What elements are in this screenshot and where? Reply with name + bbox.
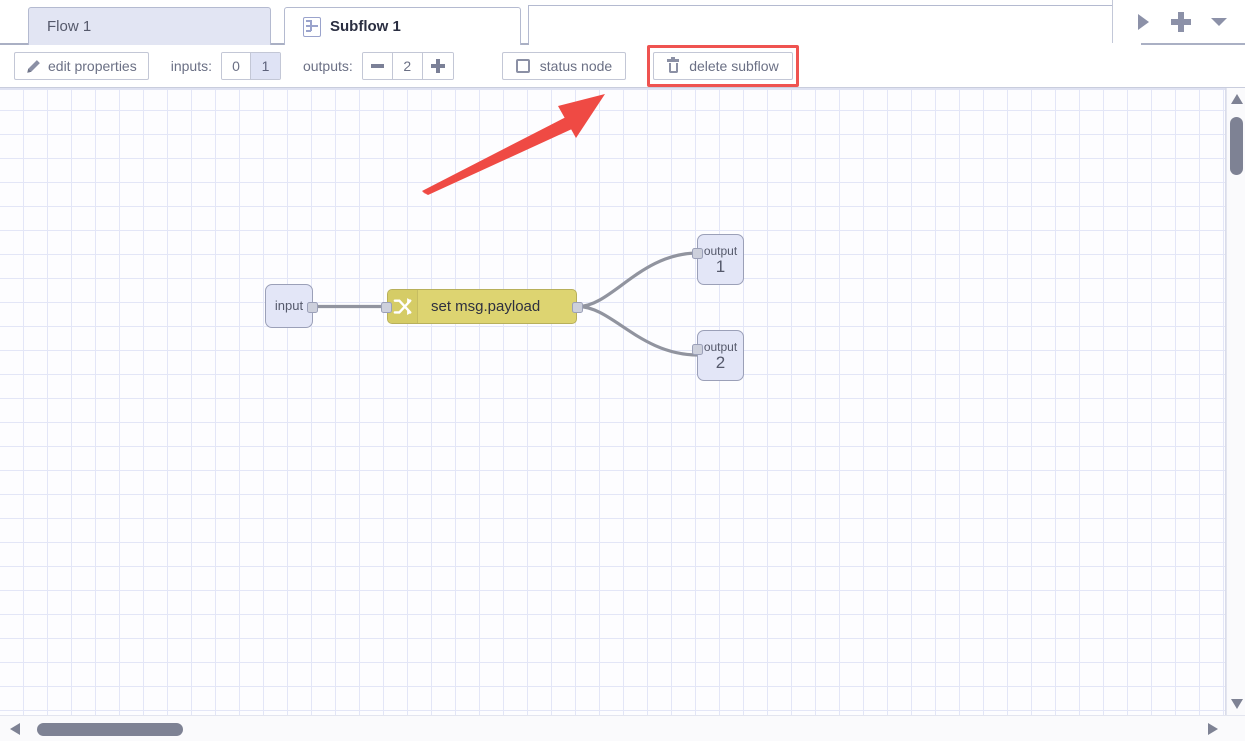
node-subflow-output-2[interactable]: output 2: [692, 330, 744, 381]
canvas-grid: [0, 88, 1225, 715]
port-input-output[interactable]: [307, 302, 318, 313]
node-change-set-msg-payload[interactable]: set msg.payload: [381, 289, 583, 324]
caret-right-icon[interactable]: [1208, 723, 1218, 735]
status-node-label: status node: [539, 58, 613, 74]
pencil-icon: [26, 59, 41, 74]
outputs-label: outputs:: [302, 58, 353, 74]
shuffle-icon: [388, 290, 418, 323]
subflow-toolbar: edit properties inputs: 0 1 outputs: 2 s…: [0, 45, 1245, 88]
vertical-scroll-thumb[interactable]: [1230, 117, 1243, 175]
flow-tabs: Flow 1 Subflow 1: [28, 5, 521, 47]
outputs-decrement-button[interactable]: [362, 53, 393, 79]
port-change-output[interactable]: [572, 302, 583, 313]
horizontal-scrollbar[interactable]: [0, 715, 1245, 741]
node-output-2-label: output: [703, 339, 738, 354]
vertical-scrollbar[interactable]: [1226, 88, 1245, 715]
caret-up-icon[interactable]: [1231, 94, 1243, 104]
status-node-toggle[interactable]: status node: [501, 52, 627, 80]
outputs-count-value: 2: [392, 53, 423, 79]
inputs-selector[interactable]: 0 1: [220, 52, 281, 80]
delete-subflow-label: delete subflow: [689, 58, 779, 74]
flow-tab-bar: Flow 1 Subflow 1: [0, 0, 1245, 47]
node-output-2-number: 2: [715, 352, 726, 372]
outputs-increment-button[interactable]: [422, 53, 453, 79]
node-subflow-input[interactable]: input: [265, 284, 318, 328]
delete-subflow-highlight: delete subflow: [647, 45, 799, 87]
add-flow-plus-icon[interactable]: [1169, 10, 1193, 34]
edit-properties-label: edit properties: [48, 58, 137, 74]
port-change-input[interactable]: [381, 302, 392, 313]
flow-canvas[interactable]: input set msg.payload output 1: [0, 88, 1226, 715]
trash-icon: [667, 57, 680, 73]
caret-left-icon[interactable]: [10, 723, 20, 735]
subflow-icon: [303, 16, 321, 37]
caret-down-icon[interactable]: [1231, 699, 1243, 709]
tab-subflow-1-label: Subflow 1: [330, 18, 401, 35]
node-input-label: input: [274, 298, 304, 313]
delete-subflow-button[interactable]: delete subflow: [653, 52, 793, 80]
inputs-option-1[interactable]: 1: [250, 53, 280, 79]
node-output-1-label: output: [703, 243, 738, 258]
port-output-1-input[interactable]: [692, 248, 703, 259]
inputs-option-0[interactable]: 0: [221, 53, 251, 79]
tab-subflow-1[interactable]: Subflow 1: [284, 7, 521, 47]
next-tab-arrow-icon[interactable]: [1131, 10, 1155, 34]
node-change-label: set msg.payload: [431, 298, 541, 315]
outputs-stepper: 2: [361, 52, 454, 80]
inputs-label: inputs:: [170, 58, 212, 74]
horizontal-scroll-thumb[interactable]: [37, 723, 183, 736]
node-output-1-number: 1: [715, 256, 726, 276]
tab-flow-1[interactable]: Flow 1: [28, 7, 271, 45]
checkbox-icon[interactable]: [515, 59, 530, 73]
edit-properties-button[interactable]: edit properties: [14, 52, 149, 80]
chevron-down-icon[interactable]: [1207, 10, 1231, 34]
canvas-top-edge: [0, 88, 1225, 90]
tab-bar-tools: [1112, 0, 1245, 43]
tab-strip-filler: [528, 5, 1142, 45]
node-subflow-output-1[interactable]: output 1: [692, 234, 744, 285]
tab-flow-1-label: Flow 1: [47, 18, 92, 35]
port-output-2-input[interactable]: [692, 344, 703, 355]
